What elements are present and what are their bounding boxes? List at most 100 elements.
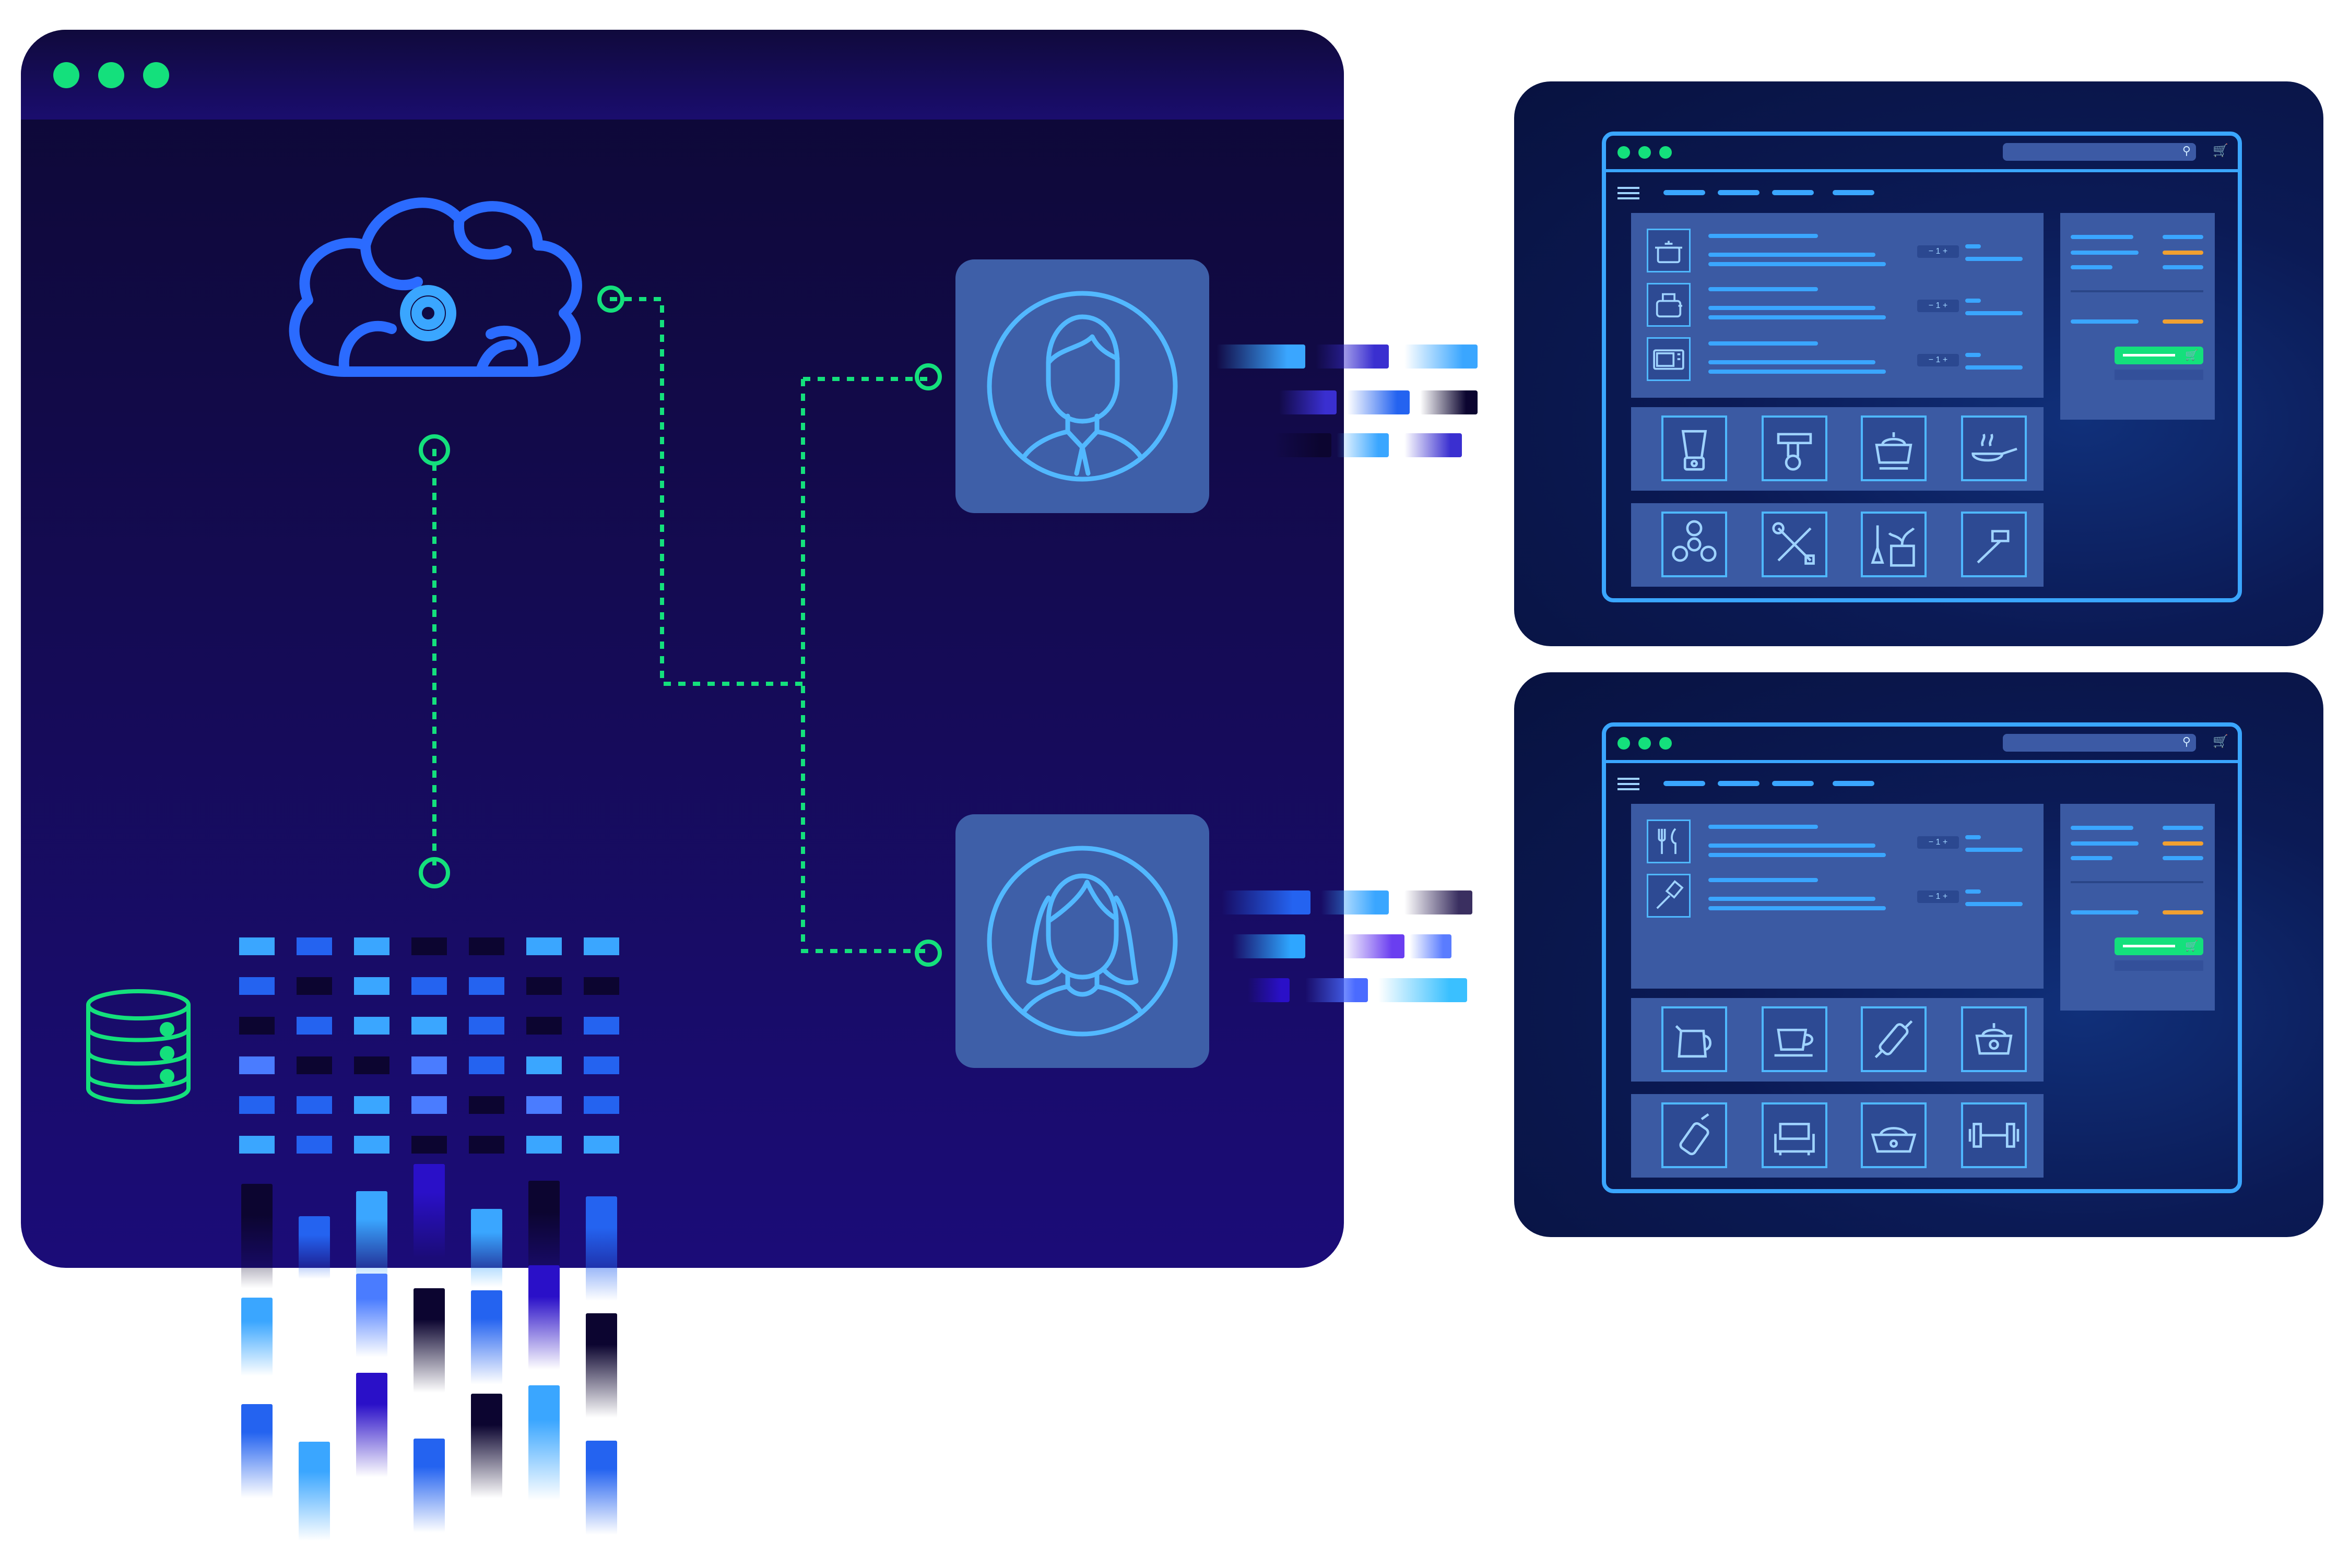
- grid-cell: [239, 937, 275, 955]
- fidget-spinner-icon[interactable]: [1661, 512, 1727, 577]
- user-profile-male[interactable]: [955, 259, 1209, 513]
- baby-bottle-icon[interactable]: [1661, 1102, 1727, 1168]
- nav-link[interactable]: [1772, 781, 1814, 786]
- search-icon[interactable]: ⚲: [2182, 144, 2191, 157]
- nav-link[interactable]: [1663, 781, 1705, 786]
- data-drip: [528, 1265, 560, 1370]
- frying-pan-icon[interactable]: [1961, 415, 2027, 481]
- nav-link[interactable]: [1718, 781, 1760, 786]
- grid-cell: [584, 1056, 619, 1074]
- quantity-stepper[interactable]: − 1 +: [1917, 354, 1959, 366]
- teacup-icon[interactable]: [1762, 1006, 1827, 1072]
- blender-icon[interactable]: [1661, 415, 1727, 481]
- microwave-icon[interactable]: [1647, 337, 1691, 381]
- window-dot[interactable]: [98, 62, 124, 88]
- woman-avatar-icon: [987, 846, 1178, 1037]
- window-dot[interactable]: [1617, 146, 1630, 159]
- spatula-icon[interactable]: [1647, 874, 1691, 918]
- grid-cell: [411, 977, 447, 995]
- grid-cell: [239, 1096, 275, 1114]
- data-stream-bar: [1222, 890, 1310, 914]
- window-dot[interactable]: [53, 62, 79, 88]
- data-stream-bar: [1248, 978, 1290, 1002]
- window-dot[interactable]: [1638, 737, 1651, 750]
- dumbbell-icon[interactable]: [1961, 1102, 2027, 1168]
- data-stream-bar: [1217, 345, 1305, 369]
- grid-cell: [411, 937, 447, 955]
- search-icon[interactable]: ⚲: [2182, 735, 2191, 748]
- data-stream-bar: [1316, 345, 1389, 369]
- data-stream-bar: [1404, 433, 1462, 457]
- grid-cell: [239, 1136, 275, 1154]
- store-topbar: ⚲ 🛒: [1606, 727, 2238, 763]
- store-window-top: ⚲ 🛒: [1514, 81, 2323, 646]
- pot-icon[interactable]: [1961, 1006, 2027, 1072]
- grid-cell: [239, 1056, 275, 1074]
- steamer-icon[interactable]: [1861, 415, 1927, 481]
- data-stream-bar: [1321, 890, 1389, 914]
- data-drip: [241, 1298, 273, 1376]
- grid-cell: [526, 1056, 562, 1074]
- window-dot[interactable]: [1638, 146, 1651, 159]
- grid-cell: [411, 1096, 447, 1114]
- data-stream-bar: [1342, 934, 1404, 958]
- man-avatar-icon: [987, 291, 1178, 482]
- garden-tools-icon[interactable]: [1861, 512, 1927, 577]
- order-summary: 🛒: [2060, 804, 2215, 1011]
- wrench-screwdriver-icon[interactable]: [1762, 512, 1827, 577]
- quantity-stepper[interactable]: − 1 +: [1917, 836, 1959, 849]
- nav-link[interactable]: [1772, 190, 1814, 195]
- pet-bowl-icon[interactable]: [1861, 1102, 1927, 1168]
- grid-cell: [469, 1017, 504, 1035]
- toaster-icon[interactable]: [1647, 283, 1691, 327]
- secondary-button[interactable]: [2115, 960, 2203, 971]
- checkout-button[interactable]: 🛒: [2115, 937, 2203, 955]
- quantity-stepper[interactable]: − 1 +: [1917, 300, 1959, 312]
- grid-cell: [297, 1056, 332, 1074]
- cart-icon[interactable]: 🛒: [2213, 144, 2228, 158]
- data-drip: [586, 1196, 617, 1301]
- cart-list: − 1 + − 1 +: [1631, 804, 2044, 989]
- grid-cell: [411, 1017, 447, 1035]
- nav-link[interactable]: [1833, 190, 1874, 195]
- store-window-bottom: ⚲ 🛒 − 1 + − 1 +: [1514, 672, 2323, 1237]
- nav-link[interactable]: [1833, 781, 1874, 786]
- data-drip: [528, 1385, 560, 1500]
- kettle-icon[interactable]: [1661, 1006, 1727, 1072]
- data-drip: [299, 1442, 330, 1541]
- hand-mixer-icon[interactable]: [1762, 415, 1827, 481]
- menu-icon[interactable]: [1617, 187, 1639, 199]
- window-dot[interactable]: [1659, 146, 1672, 159]
- window-dot[interactable]: [143, 62, 169, 88]
- grid-cell: [411, 1056, 447, 1074]
- data-drip: [471, 1209, 502, 1287]
- armchair-icon[interactable]: [1762, 1102, 1827, 1168]
- store-frame: ⚲ 🛒: [1602, 132, 2242, 602]
- user-profile-female[interactable]: [955, 814, 1209, 1068]
- menu-icon[interactable]: [1617, 778, 1639, 790]
- cart-icon[interactable]: 🛒: [2213, 734, 2228, 749]
- grid-cell: [584, 1017, 619, 1035]
- search-input[interactable]: ⚲: [2003, 143, 2196, 161]
- rolling-pin-icon[interactable]: [1861, 1006, 1927, 1072]
- grid-cell: [239, 977, 275, 995]
- hammer-icon[interactable]: [1961, 512, 2027, 577]
- grid-cell: [526, 1017, 562, 1035]
- data-stream-bar: [1378, 978, 1467, 1002]
- checkout-button[interactable]: 🛒: [2115, 347, 2203, 364]
- cutlery-icon[interactable]: [1647, 819, 1691, 863]
- grid-cell: [354, 1096, 389, 1114]
- window-dot[interactable]: [1659, 737, 1672, 750]
- quantity-stepper[interactable]: − 1 +: [1917, 245, 1959, 258]
- search-input[interactable]: ⚲: [2003, 734, 2196, 752]
- cooking-pot-icon[interactable]: [1647, 229, 1691, 272]
- data-drip: [356, 1191, 387, 1285]
- grid-cell: [584, 937, 619, 955]
- nav-link[interactable]: [1663, 190, 1705, 195]
- window-dot[interactable]: [1617, 737, 1630, 750]
- category-row: [1631, 503, 2044, 587]
- cart-list: − 1 + − 1 + − 1 +: [1631, 213, 2044, 398]
- quantity-stepper[interactable]: − 1 +: [1917, 890, 1959, 903]
- nav-link[interactable]: [1718, 190, 1760, 195]
- secondary-button[interactable]: [2115, 370, 2203, 380]
